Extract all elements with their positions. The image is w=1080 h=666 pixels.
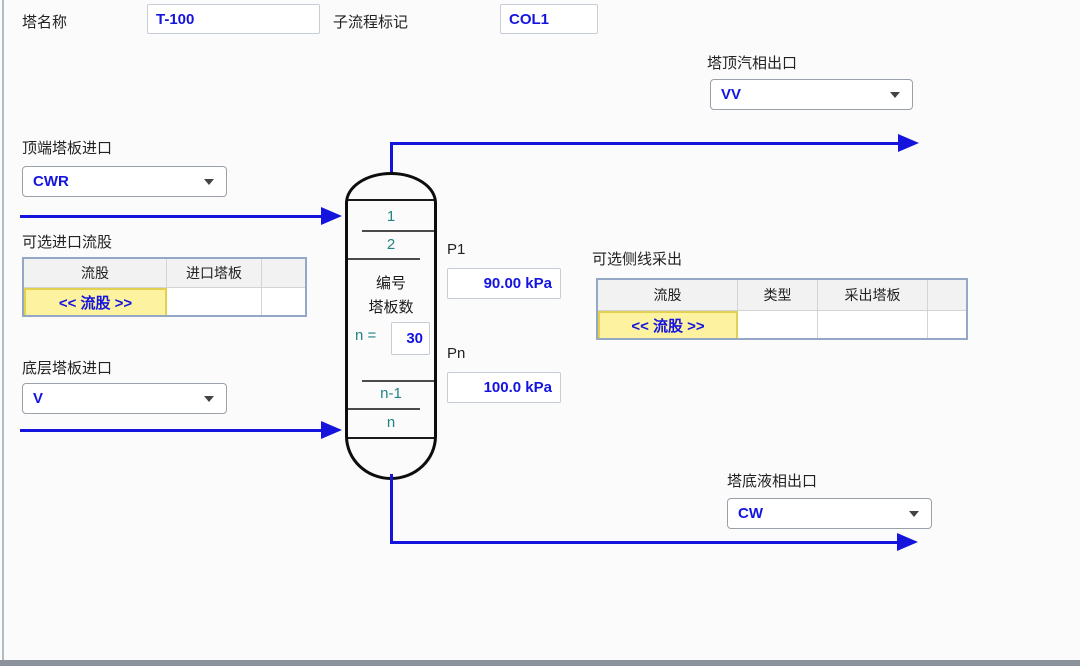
bottom-stage-inlet-dropdown[interactable]: V [22, 383, 227, 414]
chevron-down-icon [204, 178, 214, 185]
top-outlet-stream-line-vertical [390, 143, 393, 174]
bottom-outlet-stream-line [390, 541, 898, 544]
optional-feeds-row: << 流股 >> [24, 288, 305, 315]
draw-col-header-type: 类型 [738, 280, 818, 311]
column-vessel-graphic: 1 2 编号 塔板数 n = n-1 n [345, 172, 437, 480]
tray-count-input[interactable] [392, 323, 429, 354]
overhead-vapour-outlet-label: 塔顶汽相出口 [707, 55, 798, 72]
draw-col-header-draw-stage: 采出塔板 [818, 280, 928, 311]
column-name-input[interactable] [147, 4, 320, 34]
bottoms-liquid-outlet-value: CW [738, 505, 763, 522]
optional-feeds-header-row: 流股 进口塔板 [24, 259, 305, 288]
p1-label: P1 [447, 241, 466, 258]
bottom-inlet-stream-line [20, 429, 322, 432]
draw-add-stream-cell[interactable]: << 流股 >> [598, 311, 738, 338]
pn-input[interactable] [447, 372, 561, 403]
tray-count-box[interactable] [391, 322, 430, 355]
side-draws-row: << 流股 >> [598, 311, 966, 338]
draw-col-header-extra [928, 280, 966, 311]
overhead-vapour-outlet-dropdown[interactable]: VV [710, 79, 913, 110]
feed-col-header-extra [262, 259, 305, 288]
bottom-outlet-stream-arrow-icon [897, 533, 918, 551]
numbering-label-line1: 编号 [375, 275, 406, 292]
chevron-down-icon [204, 395, 214, 402]
top-outlet-stream-arrow-icon [898, 134, 919, 152]
draw-type-cell[interactable] [738, 311, 818, 338]
bottoms-liquid-outlet-label: 塔底液相出口 [727, 473, 818, 490]
overhead-vapour-outlet-value: VV [721, 86, 742, 103]
flowsheet-tag-label: 子流程标记 [333, 14, 409, 31]
tray-number-n: n [386, 414, 396, 431]
chevron-down-icon [909, 510, 919, 517]
window-left-edge [2, 0, 4, 660]
feed-add-stream-cell[interactable]: << 流股 >> [24, 288, 167, 315]
tray-number-1: 1 [386, 208, 396, 225]
numbering-label-line2: 塔板数 [368, 299, 414, 316]
vessel-bottom-tangent-line [348, 437, 434, 439]
bottoms-liquid-outlet-dropdown[interactable]: CW [727, 498, 932, 529]
optional-side-draws-label: 可选侧线采出 [592, 251, 683, 268]
tray-number-n-1: n-1 [380, 385, 402, 402]
bottom-inlet-stream-arrow-icon [321, 421, 342, 439]
pn-label: Pn [447, 345, 466, 362]
tray-line-n [348, 408, 420, 410]
optional-feeds-label: 可选进口流股 [22, 234, 113, 251]
side-draws-header-row: 流股 类型 采出塔板 [598, 280, 966, 311]
top-outlet-stream-line [390, 142, 898, 145]
p1-input[interactable] [447, 268, 561, 299]
tray-line-1 [362, 230, 434, 232]
bottom-stage-inlet-value: V [33, 390, 44, 407]
feed-inlet-stage-cell[interactable] [167, 288, 262, 315]
top-inlet-stream-arrow-icon [321, 207, 342, 225]
top-stage-inlet-label: 顶端塔板进口 [22, 140, 113, 157]
window-bottom-edge [0, 660, 1080, 666]
top-stage-inlet-dropdown[interactable]: CWR [22, 166, 227, 197]
feed-extra-cell[interactable] [262, 288, 305, 315]
optional-feeds-table: 流股 进口塔板 << 流股 >> [22, 257, 307, 317]
tray-number-2: 2 [386, 236, 396, 253]
feed-col-header-inlet-stage: 进口塔板 [167, 259, 262, 288]
top-inlet-stream-line [20, 215, 322, 218]
feed-col-header-stream: 流股 [24, 259, 167, 288]
vessel-top-tangent-line [348, 199, 434, 201]
draw-extra-cell[interactable] [928, 311, 966, 338]
draw-stage-cell[interactable] [818, 311, 928, 338]
column-name-label: 塔名称 [22, 14, 68, 31]
bottom-outlet-stream-line-vertical [390, 474, 393, 544]
optional-side-draws-table: 流股 类型 采出塔板 << 流股 >> [596, 278, 968, 340]
tray-line-n-1 [362, 380, 434, 382]
n-equals-label: n = [355, 327, 377, 344]
draw-col-header-stream: 流股 [598, 280, 738, 311]
top-stage-inlet-value: CWR [33, 173, 69, 190]
chevron-down-icon [890, 91, 900, 98]
tray-line-2 [348, 258, 420, 260]
bottom-stage-inlet-label: 底层塔板进口 [22, 360, 113, 377]
flowsheet-tag-input[interactable] [500, 4, 598, 34]
